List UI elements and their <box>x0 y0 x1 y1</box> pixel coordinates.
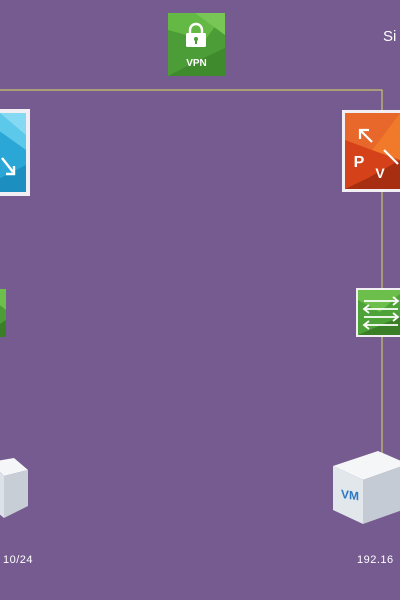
switch-arrows-icon <box>362 296 400 330</box>
site-title: Si <box>383 28 397 45</box>
router-left[interactable] <box>0 109 30 196</box>
vm-right[interactable]: VM <box>333 451 400 524</box>
connector-lines <box>0 89 383 458</box>
router-letter-v: V <box>375 165 385 181</box>
lock-icon <box>186 22 206 47</box>
link-vpn-to-routers <box>0 89 383 114</box>
router-letter-p: P <box>354 154 365 171</box>
arrow-down-right-icon <box>1 157 16 176</box>
switch-right[interactable] <box>356 288 400 337</box>
vm-left[interactable] <box>0 458 28 518</box>
vpn-label: VPN <box>186 58 207 69</box>
vm-label: VM <box>341 487 359 503</box>
router-right[interactable]: P V <box>342 110 400 192</box>
subnet-label-right: 192.16 <box>357 554 394 566</box>
arrow-down-right-icon <box>383 149 399 165</box>
vpn-node[interactable]: VPN <box>168 13 225 76</box>
arrow-up-left-icon <box>358 128 373 143</box>
subnet-label-left: 10/24 <box>3 554 34 566</box>
switch-left[interactable] <box>0 289 6 337</box>
